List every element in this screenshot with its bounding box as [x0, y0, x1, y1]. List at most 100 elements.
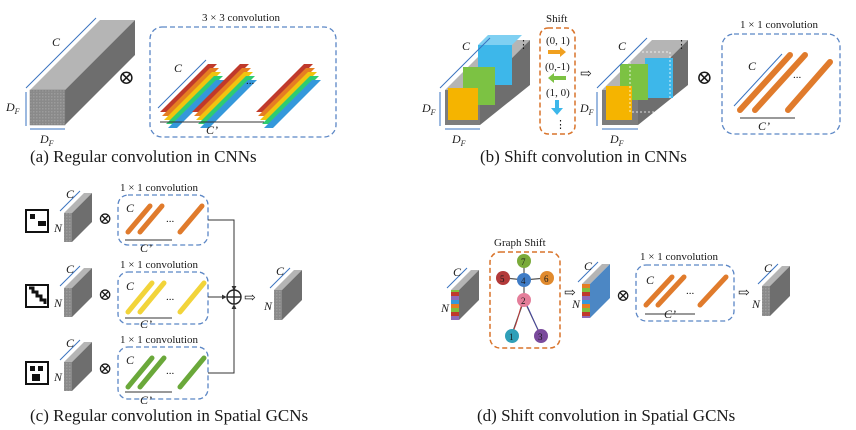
shifted-output-cube: ⋮ [596, 37, 688, 130]
green-filters-c [125, 355, 207, 390]
svg-text:3: 3 [538, 332, 543, 342]
panel-a: C DF DF ⊗ 3 × 3 convolution C [5, 12, 337, 166]
spatial-dim-label-b2: DF [579, 101, 594, 117]
slab-channel-label: C [66, 262, 75, 276]
conv-label-c: 1 × 1 convolution [120, 182, 199, 194]
graph-node: 4 [517, 273, 531, 287]
shift-item-1: (0, 1) [546, 35, 570, 47]
slab-channel-label: C [66, 187, 75, 201]
rainbow-filter [192, 64, 257, 128]
output-slab-d [757, 263, 790, 316]
shift-item-3: (1, 0) [546, 87, 570, 99]
shift-down-arrow-icon [551, 100, 563, 115]
ellipsis-d: ... [686, 285, 695, 297]
svg-text:4: 4 [521, 276, 526, 286]
shifted-striped-slab [577, 261, 610, 318]
spatial-dim-label: DF [5, 100, 20, 116]
feature-slab [59, 190, 92, 242]
spatial-dim-label-b: DF [421, 101, 436, 117]
panel-d: C N Graph Shift 1 2 3 4 5 6 7 ⇨ C N [440, 237, 790, 425]
convolution-operator-c: ⊗ [98, 209, 112, 228]
output-channel-label-b: C’ [758, 119, 770, 133]
panel-c: C N C N C N ⊗ ⊗ ⊗ 1 × 1 convolution 1 × … [25, 182, 308, 425]
spatial-dim-label-b-bottom: DF [451, 132, 466, 148]
graph-node: 1 [505, 329, 519, 343]
output-channel-label-c: C [276, 264, 285, 278]
arrow-icon-d: ⇨ [564, 286, 576, 301]
conv-label-d: 1 × 1 convolution [640, 251, 719, 263]
feature-slab [59, 265, 92, 317]
ellipsis-c: ... [166, 291, 175, 303]
conv-label-c: 1 × 1 convolution [120, 259, 199, 271]
convolution-operator-d: ⊗ [616, 286, 630, 305]
graph-shift-title: Graph Shift [494, 237, 546, 249]
ellipsis-c: ... [166, 213, 175, 225]
shifted-input-cube: ⋮ [439, 35, 530, 130]
filter-box [149, 26, 337, 138]
ellipsis-b: ... [793, 69, 802, 81]
rainbow-filter [160, 64, 225, 128]
panel-b: ⋮ C DF DF Shift (0, 1) (0,-1) (1, 0) ⋮ ⇨… [421, 13, 841, 166]
graph-node: 3 [534, 329, 548, 343]
slab-channel-label: C [66, 336, 75, 350]
slab-node-label: N [53, 296, 63, 310]
output-node-label-d: N [751, 297, 761, 311]
orange-filters-c [125, 203, 205, 235]
arrow-icon-d2: ⇨ [738, 286, 750, 301]
filter-c-prime: C’ [140, 317, 152, 331]
slab-channel-label-d2: C [584, 259, 593, 273]
feature-slab [59, 339, 92, 391]
filter-c-label: C [126, 201, 135, 215]
ellipsis: ... [246, 75, 255, 87]
filter-d-label: C [646, 273, 655, 287]
slab-channel-label-d: C [453, 265, 462, 279]
caption-d: (d) Shift convolution in Spatial GCNs [477, 406, 735, 425]
output-channel-label: C’ [206, 123, 218, 137]
caption-a: (a) Regular convolution in CNNs [30, 147, 257, 166]
filter-d-prime: C’ [664, 307, 676, 321]
arrow-icon: ⇨ [580, 67, 592, 82]
convolution-operator: ⊗ [118, 67, 135, 89]
filter-c-label: C [126, 353, 135, 367]
shift-title: Shift [546, 13, 567, 25]
convolution-operator-c: ⊗ [98, 359, 112, 378]
convolution-operator-b: ⊗ [696, 67, 713, 89]
graph-node: 2 [517, 293, 531, 307]
svg-text:6: 6 [544, 274, 549, 284]
channel-label-b: C [462, 39, 471, 53]
adjacency-matrix-icon [25, 284, 49, 308]
channel-label-b2: C [618, 39, 627, 53]
output-channel-label-d: C [764, 261, 773, 275]
adjacency-matrix-icon [25, 361, 49, 385]
svg-text:7: 7 [521, 257, 526, 267]
slab-node-label-d2: N [571, 297, 581, 311]
adjacency-matrix-icon [25, 209, 49, 233]
orange-filters [737, 52, 833, 113]
shift-box [539, 27, 576, 135]
caption-b: (b) Shift convolution in CNNs [480, 147, 687, 166]
filter-box-d [635, 264, 735, 322]
shift-item-more: ⋮ [555, 119, 566, 131]
filter-c-label: C [126, 279, 135, 293]
striped-feature-slab [446, 267, 479, 320]
conv-label: 3 × 3 convolution [202, 12, 281, 24]
graph-node: 5 [496, 271, 510, 285]
spatial-dim-label-bottom: DF [39, 132, 54, 148]
filter-box-c [117, 271, 209, 325]
filter-box-c [117, 346, 209, 400]
yellow-filters-c [125, 280, 207, 315]
caption-c: (c) Regular convolution in Spatial GCNs [30, 406, 308, 425]
input-feature-cube [25, 17, 135, 130]
rainbow-filter [256, 64, 321, 128]
graph-node: 6 [540, 271, 554, 285]
filter-c-prime: C’ [140, 241, 152, 255]
svg-text:5: 5 [500, 274, 505, 284]
graph-node: 7 [517, 254, 531, 268]
svg-text:1: 1 [509, 332, 514, 342]
slab-node-label: N [53, 221, 63, 235]
conv-label-b: 1 × 1 convolution [740, 19, 819, 31]
channel-label: C [52, 35, 61, 49]
filter-channel-label-b: C [748, 59, 757, 73]
svg-text:⋮: ⋮ [676, 39, 687, 51]
